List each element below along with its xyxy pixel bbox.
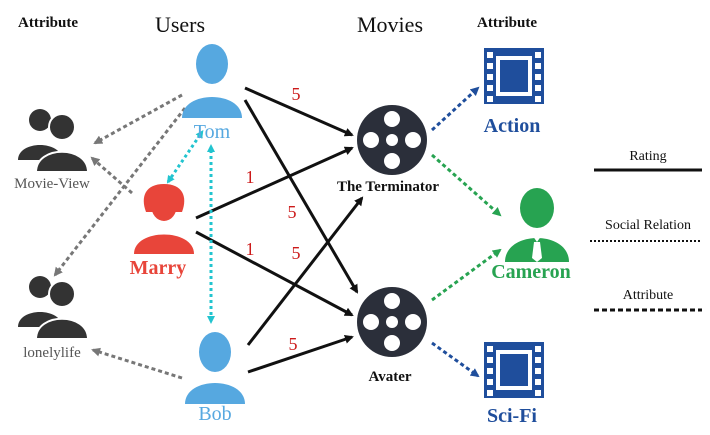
attr-label-lonelylife: lonelylife <box>23 345 81 361</box>
attr-edge-marry-movieview <box>90 156 133 195</box>
tom-user-icon <box>182 44 242 118</box>
avater-reel-icon <box>357 287 427 357</box>
attr-label-cameron: Cameron <box>491 261 571 283</box>
rating-edge-marry-avater <box>195 230 354 317</box>
rating-marry-avater: 1 <box>245 239 255 259</box>
bob-user-icon <box>185 332 245 404</box>
header-movies: Movies <box>357 12 423 37</box>
rating-edge-marry-terminator <box>195 146 354 220</box>
rating-marry-terminator: 1 <box>245 167 255 187</box>
attr-edge-avater-scifi <box>431 341 480 378</box>
header-attribute-left: Attribute <box>18 15 78 31</box>
rating-bob-terminator: 5 <box>291 243 301 263</box>
attr-edge-terminator-action <box>430 86 480 132</box>
legend-social-label: Social Relation <box>605 218 691 233</box>
attr-label-action: Action <box>483 115 541 137</box>
user-label-marry: Marry <box>129 257 187 279</box>
rating-edge-tom-avater <box>243 99 359 294</box>
movie-view-group-icon <box>18 109 90 173</box>
attr-edge-tom-movieview <box>93 93 183 145</box>
action-film-icon <box>484 48 544 104</box>
rating-edge-tom-terminator <box>244 86 354 137</box>
rating-bob-avater: 5 <box>288 334 298 354</box>
marry-user-icon <box>134 184 194 254</box>
attr-label-movie-view: Movie-View <box>14 176 90 192</box>
rating-tom-avater: 5 <box>287 202 297 222</box>
scifi-film-icon <box>484 342 544 398</box>
user-label-bob: Bob <box>198 403 232 425</box>
rating-edge-bob-terminator <box>246 196 364 346</box>
attr-edge-tom-lonelylife <box>53 107 187 277</box>
lonelylife-group-icon <box>18 276 90 340</box>
rating-tom-terminator: 5 <box>291 84 301 104</box>
attr-edge-terminator-cameron <box>431 153 502 217</box>
attr-edge-bob-lonelylife <box>91 347 183 380</box>
rating-edge-bob-avater <box>247 334 354 374</box>
user-label-tom: Tom <box>193 121 231 143</box>
terminator-reel-icon <box>357 105 427 175</box>
attr-edge-avater-cameron <box>431 248 502 302</box>
legend-attribute-label: Attribute <box>622 288 674 303</box>
movie-label-terminator: The Terminator <box>336 179 440 195</box>
attr-label-scifi: Sci-Fi <box>487 405 537 427</box>
header-attribute-right: Attribute <box>477 15 537 31</box>
legend-rating-label: Rating <box>629 149 667 164</box>
header-users: Users <box>154 12 206 37</box>
cameron-person-icon <box>505 188 569 262</box>
movie-label-avater: Avater <box>368 369 412 385</box>
